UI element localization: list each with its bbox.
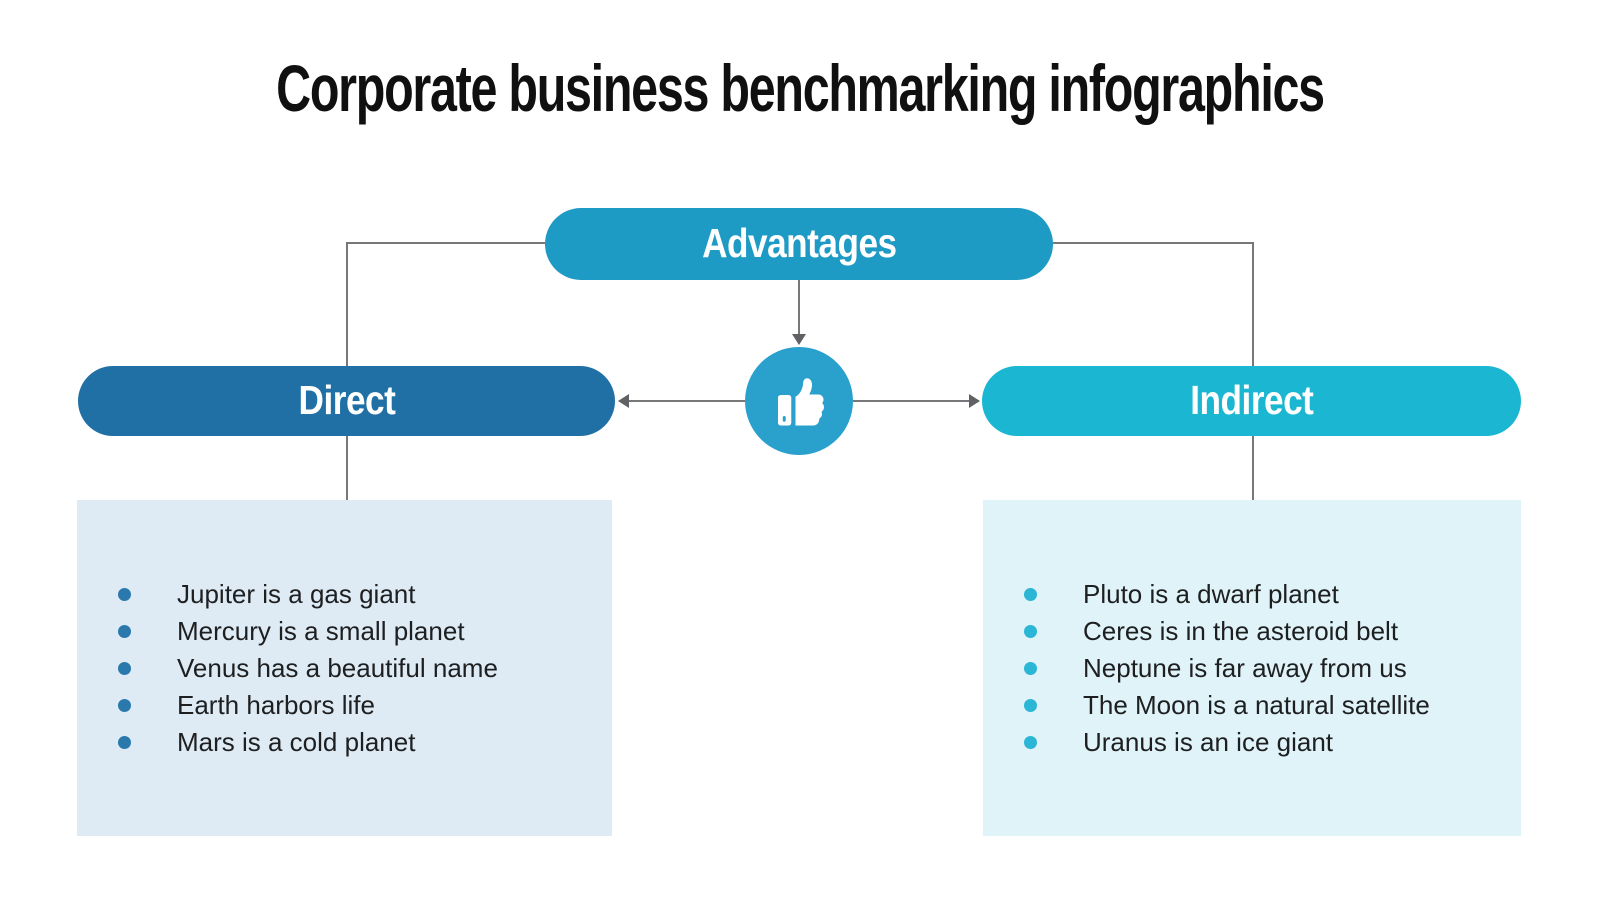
connector-root-to-circle xyxy=(798,280,800,335)
indirect-list: Pluto is a dwarf planet Ceres is in the … xyxy=(983,576,1521,761)
node-direct: Direct xyxy=(78,366,615,436)
thumb-up-icon xyxy=(778,378,824,426)
list-item: Mercury is a small planet xyxy=(118,613,602,650)
arrowhead-down-icon xyxy=(792,334,806,345)
list-item: Jupiter is a gas giant xyxy=(118,576,602,613)
list-item-text: Venus has a beautiful name xyxy=(177,652,498,683)
page-title: Corporate business benchmarking infograp… xyxy=(276,51,1325,127)
list-item-text: Earth harbors life xyxy=(177,689,375,720)
list-item-text: Ceres is in the asteroid belt xyxy=(1083,615,1399,646)
bullet-icon xyxy=(1024,661,1037,675)
node-advantages: Advantages xyxy=(545,208,1053,280)
list-item-text: Mercury is a small planet xyxy=(177,615,465,646)
connector-circle-to-indirect xyxy=(853,400,969,402)
bullet-icon xyxy=(1024,587,1037,601)
list-item-text: Uranus is an ice giant xyxy=(1083,726,1334,757)
connector-circle-to-direct xyxy=(629,400,745,402)
connector-root-to-direct-vertical xyxy=(346,242,348,366)
bullet-icon xyxy=(1024,624,1037,638)
list-item: Mars is a cold planet xyxy=(118,724,602,761)
list-item: The Moon is a natural satellite xyxy=(1024,687,1511,724)
list-item: Earth harbors life xyxy=(118,687,602,724)
bullet-icon xyxy=(1024,735,1037,749)
arrowhead-left-icon xyxy=(618,394,629,408)
connector-root-to-indirect-horizontal xyxy=(1053,242,1253,244)
bullet-icon xyxy=(118,735,131,749)
list-item: Pluto is a dwarf planet xyxy=(1024,576,1511,613)
node-direct-label: Direct xyxy=(298,377,395,423)
node-indirect: Indirect xyxy=(982,366,1521,436)
list-item: Uranus is an ice giant xyxy=(1024,724,1511,761)
list-item-text: The Moon is a natural satellite xyxy=(1083,689,1430,720)
thumb-up-badge xyxy=(745,347,853,455)
list-item-text: Pluto is a dwarf planet xyxy=(1083,578,1339,609)
arrowhead-right-icon xyxy=(969,394,980,408)
connector-direct-to-box xyxy=(346,436,348,500)
node-indirect-label: Indirect xyxy=(1189,377,1314,423)
list-item-text: Mars is a cold planet xyxy=(177,726,416,757)
direct-details-box: Jupiter is a gas giant Mercury is a smal… xyxy=(77,500,612,836)
bullet-icon xyxy=(118,587,131,601)
connector-root-to-direct-horizontal xyxy=(347,242,545,244)
indirect-details-box: Pluto is a dwarf planet Ceres is in the … xyxy=(983,500,1521,836)
bullet-icon xyxy=(1024,698,1037,712)
list-item-text: Jupiter is a gas giant xyxy=(177,578,416,609)
direct-list: Jupiter is a gas giant Mercury is a smal… xyxy=(77,576,612,761)
list-item: Venus has a beautiful name xyxy=(118,650,602,687)
bullet-icon xyxy=(118,661,131,675)
list-item-text: Neptune is far away from us xyxy=(1083,652,1407,683)
list-item: Neptune is far away from us xyxy=(1024,650,1511,687)
connector-root-to-indirect-vertical xyxy=(1252,242,1254,366)
bullet-icon xyxy=(118,624,131,638)
list-item: Ceres is in the asteroid belt xyxy=(1024,613,1511,650)
bullet-icon xyxy=(118,698,131,712)
connector-indirect-to-box xyxy=(1252,436,1254,500)
node-advantages-label: Advantages xyxy=(701,220,897,266)
